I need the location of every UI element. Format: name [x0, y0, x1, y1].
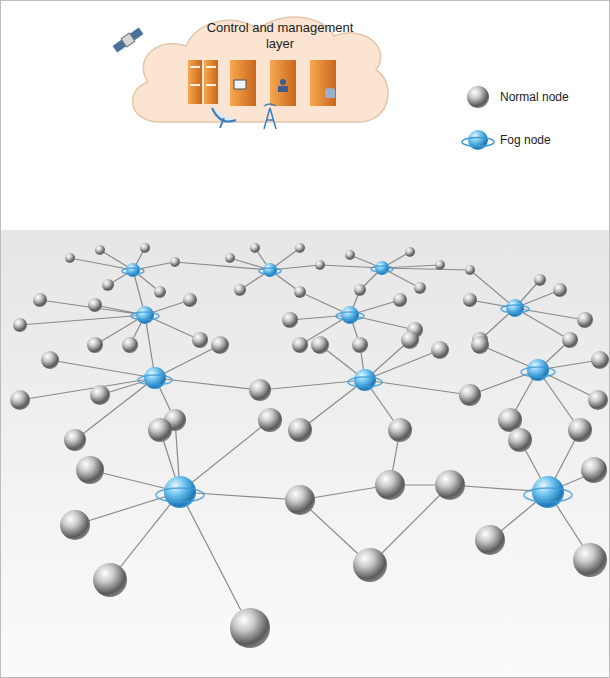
normal-nodes: [10, 243, 609, 648]
legend-label: Fog node: [500, 133, 551, 147]
legend-label: Normal node: [500, 90, 569, 104]
cloud-layer: Control and management layer: [120, 8, 395, 133]
legend-samples: [462, 86, 494, 150]
satellite-icon: [112, 27, 144, 54]
server-icons: [188, 60, 336, 106]
dish-icon: [212, 108, 236, 128]
tower-icon: [264, 104, 276, 129]
fog-nodes: [122, 261, 572, 508]
network-links: [20, 248, 600, 628]
layer-title: Control and management layer: [205, 20, 355, 52]
